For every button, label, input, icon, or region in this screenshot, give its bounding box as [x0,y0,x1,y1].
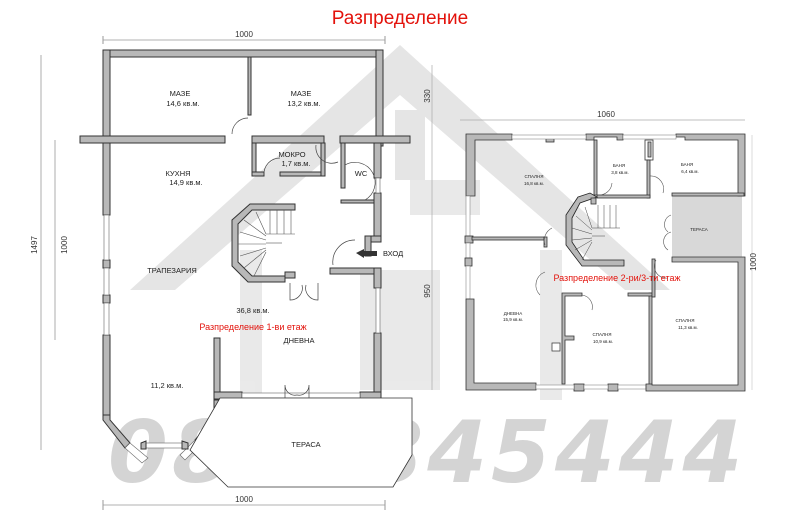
floor2-caption: Разпределение 2-ри/3-ти етаж [553,273,680,283]
room-name: ДНЕВНА [284,336,315,345]
room-name: МОКРО [278,150,305,159]
page-title: Разпределение [331,8,469,29]
room-area: 11,3 кв.м. [678,325,698,330]
watermark-house-icon [130,45,670,400]
room-area: 16,8 кв.м. [524,181,544,186]
room-area: 14,6 кв.м. [166,99,199,108]
f2-dim-left-lower: 950 [423,284,432,298]
room-name: КУХНЯ [165,169,190,178]
room-name: СПАЛНЯ [524,174,543,179]
room-area: 13,2 кв.м. [287,99,320,108]
f2-dim-top: 1060 [597,110,615,119]
room-area: 11,2 кв.м. [151,381,184,390]
room-name: БАНЯ [681,162,693,167]
room-name: ТЕРАСА [690,227,708,232]
room-area: 6,4 кв.м. [681,169,698,174]
f1-dim-bottom: 1000 [235,495,253,504]
f1-dim-left-outer: 1497 [30,236,39,254]
room-area: 1,7 кв.м. [281,159,310,168]
room-area: 36,8 кв.м. [236,306,269,315]
f2-dim-left-upper: 330 [423,89,432,103]
entrance-arrow-icon [356,249,377,258]
room-name: СПАЛНЯ [675,318,694,323]
floor1-caption: Разпределение 1-ви етаж [199,322,306,332]
room-name: ТЕРАСА [291,440,320,449]
f1-dim-top: 1000 [235,30,253,39]
f2-dim-right: 1000 [749,253,758,271]
room-name: ДНЕВНА [504,311,523,316]
entrance-label: ВХОД [383,249,403,258]
room-area: 10,9 кв.м. [593,339,613,344]
floor2-door-arcs [535,175,672,311]
floor2-plan [431,65,753,392]
floor1-stairs [238,210,295,277]
floor1-door-arcs [231,117,376,398]
room-name: СПАЛНЯ [592,332,611,337]
room-area: 3,8 кв.м. [611,170,628,175]
room-area: 15,9 кв.м. [503,317,523,322]
room-name: ТРАПЕЗАРИЯ [147,266,197,275]
f1-dim-left-inner: 1000 [60,236,69,254]
room-name: МАЗЕ [291,89,312,98]
room-name: БАНЯ [613,163,625,168]
floor1-plan [40,36,413,510]
room-name: WC [355,169,368,178]
room-name: МАЗЕ [170,89,191,98]
room-area: 14,9 кв.м. [169,178,202,187]
floor2-stairs [571,205,620,261]
